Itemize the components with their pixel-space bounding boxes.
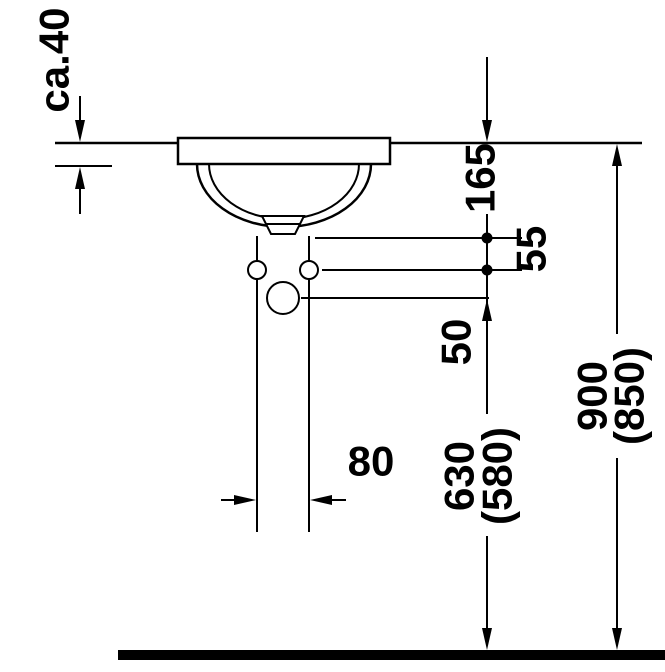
dim-ca40-label: ca.40: [31, 7, 78, 112]
dimension-counter-thickness: [75, 96, 85, 214]
arrow-up-trap-icon: [482, 299, 492, 321]
hole-right: [299, 260, 319, 280]
dim-850-label: (850): [606, 347, 653, 445]
dim-900-label: 900: [569, 361, 616, 431]
dimension-rim-height: [612, 144, 622, 650]
arrow-right-pipe-icon: [234, 495, 256, 505]
arrow-up-underside-icon: [75, 167, 85, 189]
dim-80-label: 80: [348, 438, 395, 485]
floor-line: [118, 650, 665, 660]
hole-center: [266, 281, 300, 315]
dim-580-label: (580): [474, 427, 521, 525]
dim-50-label: 50: [433, 319, 480, 366]
dimension-labels: ca.40 165 55 50 80 630 (580) 900 (850): [31, 7, 653, 525]
arrow-down-countertop-icon: [75, 120, 85, 142]
dim-55-label: 55: [508, 226, 555, 273]
washbasin-fixture: [55, 136, 642, 532]
hole-left: [247, 260, 267, 280]
arrow-left-pipe-icon: [310, 495, 332, 505]
dimension-pipe-spacing: [221, 495, 346, 505]
basin-rim: [176, 136, 392, 166]
dim-point-outlet: [481, 232, 493, 244]
dim-630-label: 630: [436, 441, 483, 511]
bowl-inner: [208, 163, 360, 220]
arrow-down-floor-inner-icon: [482, 628, 492, 650]
arrow-down-floor-outer-icon: [612, 628, 622, 650]
dim-165-label: 165: [457, 143, 504, 213]
arrow-down-counter-icon: [482, 120, 492, 142]
dimension-chain-inner: [481, 57, 493, 650]
